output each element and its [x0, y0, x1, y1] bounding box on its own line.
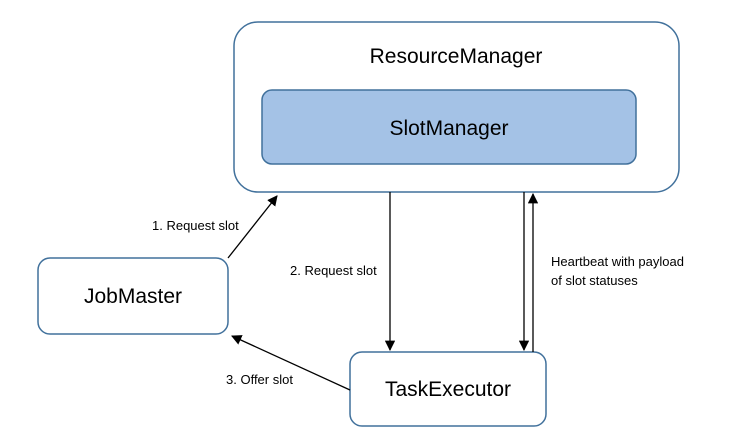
- heartbeat-label-line1: Heartbeat with payload: [551, 254, 684, 269]
- offer-slot-arrow-te-jm: [231, 335, 351, 391]
- job-master-node: [37, 257, 229, 335]
- heartbeat-label-line2: of slot statuses: [551, 273, 638, 288]
- task-executor-node: [349, 351, 547, 427]
- slot-manager-node: [261, 89, 637, 165]
- task-executor-label: TaskExecutor: [385, 378, 511, 401]
- request-slot-label-1: 1. Request slot: [152, 218, 239, 233]
- request-slot-arrow-jm-rm: [227, 195, 278, 259]
- resource-manager-label: ResourceManager: [370, 45, 543, 68]
- offer-slot-label: 3. Offer slot: [226, 372, 293, 387]
- request-slot-label-2: 2. Request slot: [290, 263, 377, 278]
- slot-manager-label: SlotManager: [389, 117, 508, 140]
- job-master-label: JobMaster: [84, 285, 182, 308]
